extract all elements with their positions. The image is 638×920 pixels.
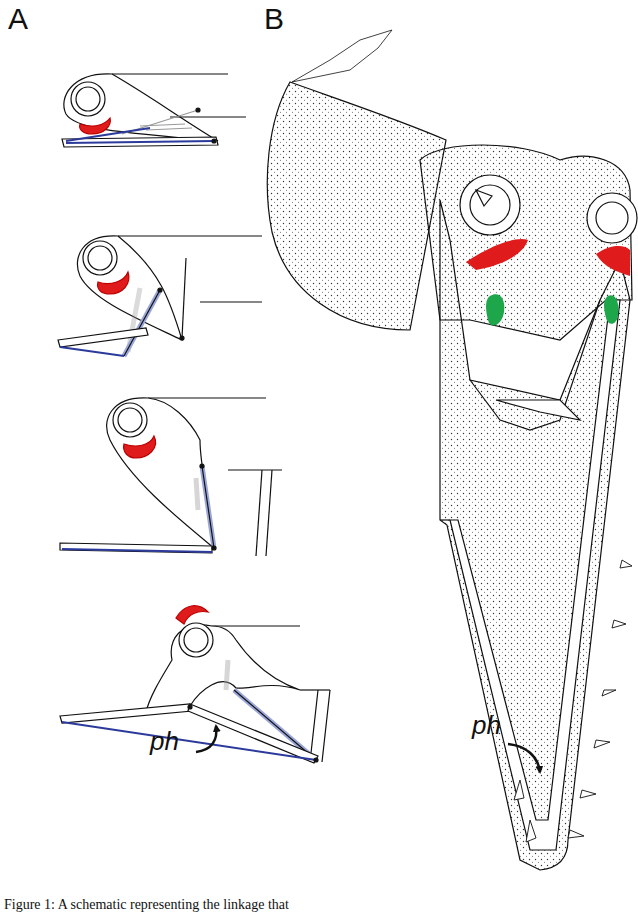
drawing-line	[182, 258, 186, 338]
figure-caption: Figure 1: A schematic representing the l…	[4, 898, 289, 912]
drawing-line	[200, 301, 262, 302]
drawing-line	[146, 128, 192, 130]
drawing-line	[202, 466, 214, 548]
drawing-path	[476, 190, 492, 206]
drawing-line	[66, 128, 150, 141]
drawing-path	[604, 295, 619, 324]
drawing-path	[176, 606, 208, 624]
drawing-line	[202, 466, 214, 548]
drawing-circle	[460, 175, 520, 235]
drawing-line	[112, 73, 228, 74]
drawing-path	[124, 436, 156, 458]
drawing-circle	[470, 185, 510, 225]
drawing-line	[124, 290, 160, 356]
drawing-path	[107, 398, 214, 548]
part-label: ph	[150, 728, 179, 754]
drawing-line	[196, 478, 198, 510]
drawing-path	[602, 690, 616, 696]
drawing-path	[496, 400, 580, 420]
drawing-line	[440, 519, 450, 520]
drawing-path	[196, 726, 216, 752]
drawing-path	[612, 620, 626, 628]
drawing-line	[300, 689, 330, 690]
drawing-line	[62, 549, 212, 552]
drawing-line	[310, 690, 318, 762]
drawing-circle	[587, 193, 637, 243]
drawing-line	[212, 625, 300, 626]
drawing-circle	[212, 139, 216, 143]
drawing-circle	[118, 408, 142, 432]
linkage-stage-3	[60, 398, 282, 556]
drawing-line	[60, 347, 124, 356]
drawing-path	[188, 704, 318, 763]
drawing-path	[596, 246, 630, 276]
drawing-line	[66, 141, 214, 143]
drawing-line	[124, 290, 160, 356]
drawing-path	[267, 82, 446, 330]
drawing-path	[64, 74, 218, 141]
drawing-circle	[212, 546, 216, 550]
drawing-line	[228, 469, 282, 470]
drawing-path	[60, 543, 212, 553]
drawing-line	[256, 470, 262, 556]
drawing-path	[620, 560, 632, 568]
drawing-circle	[188, 705, 192, 709]
drawing-path	[450, 300, 620, 850]
drawing-line	[226, 660, 228, 690]
drawing-path	[466, 239, 528, 270]
drawing-path	[486, 294, 504, 325]
drawing-circle	[596, 202, 628, 234]
drawing-line	[148, 397, 266, 398]
fish-skull	[267, 30, 637, 870]
drawing-path	[594, 740, 610, 748]
drawing-circle	[113, 403, 147, 437]
panel-letter: A	[8, 4, 28, 34]
drawing-line	[118, 235, 262, 236]
drawing-path	[292, 30, 392, 82]
drawing-circle	[184, 628, 208, 652]
drawing-path	[568, 830, 584, 838]
linkage-stage-1	[62, 74, 246, 147]
drawing-path	[508, 744, 540, 772]
drawing-circle	[196, 108, 200, 112]
linkage-stage-4	[60, 606, 330, 763]
drawing-circle	[314, 758, 318, 762]
drawing-line	[266, 470, 272, 556]
linkage-stage-2	[58, 236, 262, 356]
drawing-circle	[180, 336, 184, 340]
drawing-g	[514, 560, 632, 842]
panel-letter: B	[264, 4, 284, 34]
drawing-path	[58, 328, 148, 347]
drawing-line	[322, 690, 330, 762]
part-label: ph	[472, 712, 501, 738]
drawing-path	[77, 236, 182, 340]
drawing-line	[62, 722, 316, 760]
drawing-path	[146, 625, 300, 712]
drawing-circle	[179, 623, 213, 657]
drawing-path	[98, 272, 129, 294]
drawing-path	[580, 790, 596, 798]
drawing-path	[80, 118, 111, 134]
drawing-line	[140, 124, 185, 126]
drawing-circle	[200, 464, 204, 468]
drawing-path	[60, 704, 192, 723]
drawing-circle	[83, 241, 117, 275]
drawing-circle	[158, 288, 162, 292]
drawing-circle	[76, 87, 100, 111]
drawing-path	[440, 200, 630, 870]
drawing-path	[514, 780, 524, 800]
drawing-line	[170, 116, 246, 117]
drawing-circle	[71, 82, 105, 116]
drawing-path	[526, 820, 536, 842]
drawing-circle	[88, 246, 112, 270]
